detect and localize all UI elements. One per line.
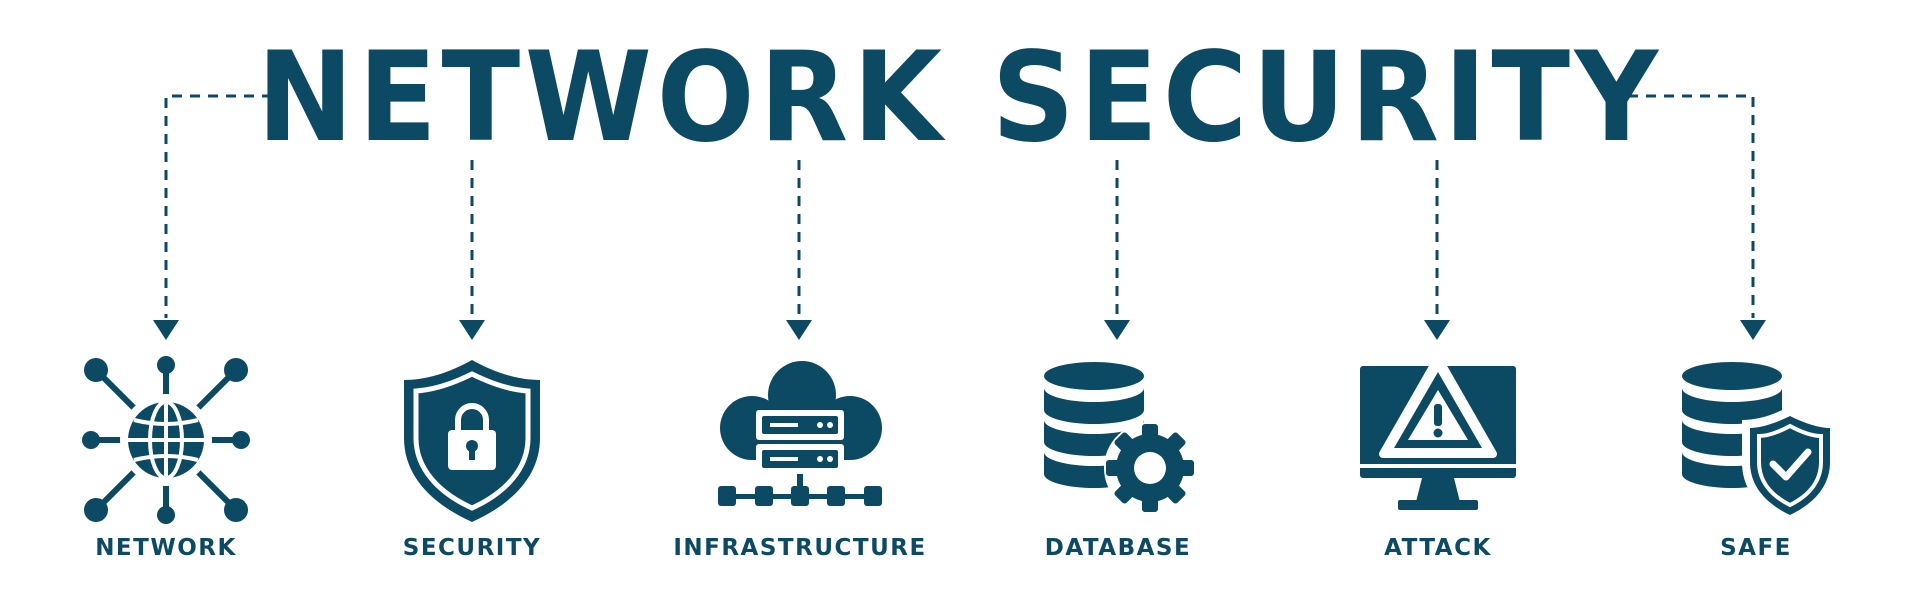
arrow-heads	[153, 320, 1766, 340]
arrowhead-safe	[1740, 320, 1766, 340]
banner-title-wrapper: NETWORK SECURITY	[0, 28, 1920, 168]
arrowhead-network	[153, 320, 179, 340]
database-shield-icon	[1682, 362, 1838, 524]
arrowhead-security	[459, 320, 485, 340]
arrowhead-database	[1104, 320, 1130, 340]
item-label-database: DATABASE	[1044, 535, 1192, 561]
item-label-infrastructure: INFRASTRUCTURE	[673, 535, 927, 561]
network-hub-icon	[82, 356, 250, 524]
connector-network	[164, 94, 272, 318]
shield-lock-icon	[404, 360, 540, 522]
arrowhead-attack	[1424, 320, 1450, 340]
item-label-security: SECURITY	[402, 535, 542, 561]
banner-title: NETWORK SECURITY	[257, 26, 1663, 170]
connector-safe	[1628, 94, 1755, 318]
database-gear-icon	[1044, 362, 1196, 514]
item-label-attack: ATTACK	[1384, 535, 1492, 561]
cloud-server-icon	[718, 361, 882, 506]
dashed-connector-lines	[164, 94, 1755, 318]
item-label-network: NETWORK	[95, 535, 237, 561]
arrowhead-infrastructure	[786, 320, 812, 340]
monitor-warning-icon	[1360, 354, 1516, 510]
item-label-safe: SAFE	[1720, 535, 1792, 561]
